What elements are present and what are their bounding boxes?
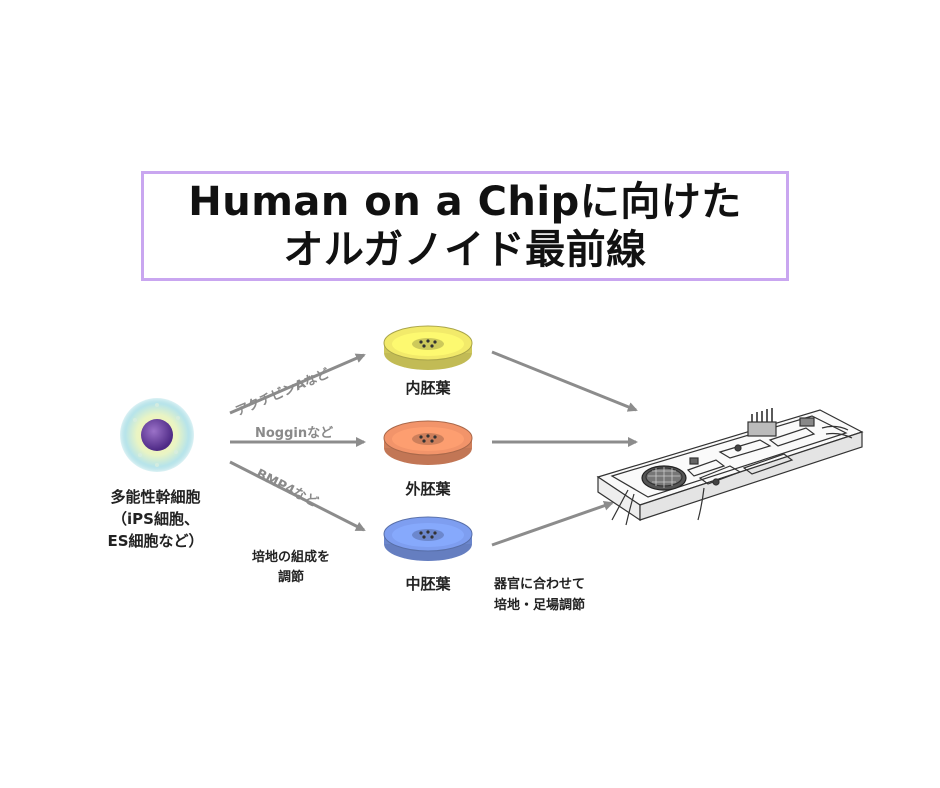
stem-cell-label-line-3: ES細胞など） (107, 532, 204, 550)
stem-cell-label-line-2: （iPS細胞、 (112, 510, 199, 528)
mesoderm-label: 中胚葉 (405, 575, 451, 593)
culture-note-line-1: 培地の組成を (251, 550, 330, 565)
ectoderm-dish-icon (383, 420, 473, 465)
mesoderm-dish-icon (383, 516, 473, 561)
title-line-1: Human on a Chipに向けた (188, 179, 742, 225)
arrow-to-mesoderm (229, 460, 366, 532)
culture-note-line-2: 調節 (277, 570, 304, 585)
culture-note: 培地の組成を 調節 (232, 548, 350, 588)
title-box: Human on a Chipに向けた オルガノイド最前線 (141, 171, 789, 281)
stem-cell-label-line-1: 多能性幹細胞 (110, 488, 201, 506)
arrow-to-endoderm (229, 353, 366, 415)
endoderm-dish-icon (383, 325, 473, 370)
organ-note: 器官に合わせて 培地・足場調節 (494, 574, 585, 616)
stem-cell-label: 多能性幹細胞 （iPS細胞、 ES細胞など） (88, 486, 223, 552)
arrow-label-noggin: Nogginなど (255, 426, 334, 441)
arrow-mesoderm-to-chip (491, 500, 614, 547)
organ-chip-icon (596, 408, 864, 526)
title-line-2: オルガノイド最前線 (283, 227, 647, 273)
ectoderm-label: 外胚葉 (405, 480, 451, 498)
endoderm-label: 内胚葉 (405, 379, 451, 397)
stem-cell-icon (120, 398, 194, 472)
organ-note-line-1: 器官に合わせて (494, 577, 586, 592)
arrow-endoderm-to-chip (491, 350, 638, 412)
organ-note-line-2: 培地・足場調節 (494, 598, 586, 613)
